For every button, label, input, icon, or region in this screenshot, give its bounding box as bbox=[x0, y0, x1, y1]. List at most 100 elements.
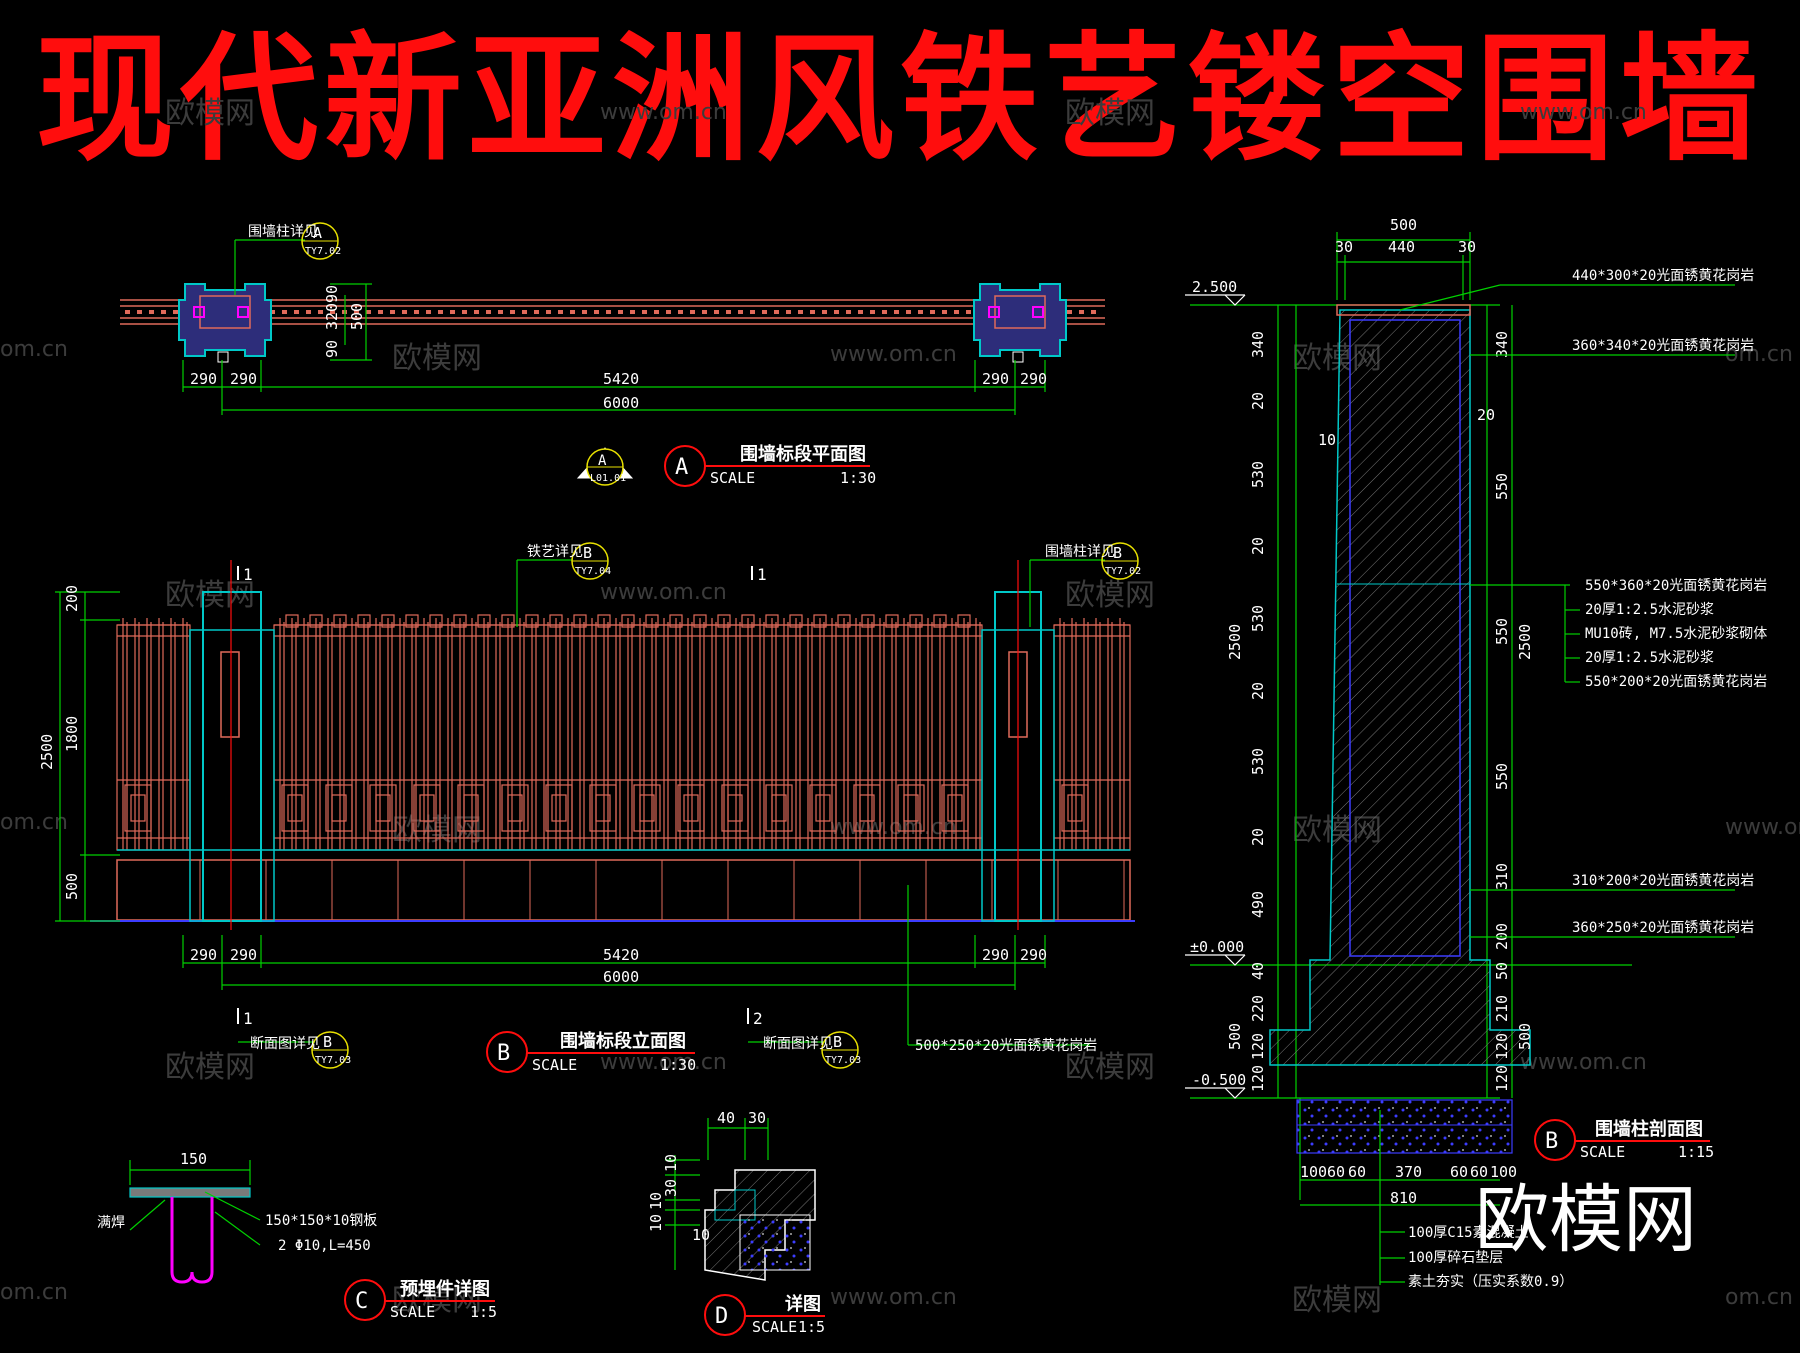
section-mark-bottom-1: 1 bbox=[243, 1009, 253, 1028]
ironwork-frame bbox=[909, 614, 923, 628]
watermark-url: om.cn bbox=[1725, 1285, 1793, 1310]
sec-right-dim: 550 bbox=[1493, 473, 1511, 500]
ironwork-frame bbox=[621, 614, 635, 628]
sec-left-dim: 340 bbox=[1249, 331, 1267, 358]
ironwork-frame bbox=[429, 614, 443, 628]
ironwork-frame bbox=[124, 784, 152, 832]
watermark-brand: 欧模网 bbox=[165, 96, 255, 131]
sec-right-dim: 550 bbox=[1493, 618, 1511, 645]
ironwork-frame bbox=[309, 614, 323, 628]
section-title-mark: B bbox=[1545, 1129, 1558, 1154]
section-ref-sheet-1: TY7.03 bbox=[315, 1055, 351, 1066]
ironwork-frame bbox=[573, 614, 587, 628]
sec-right-dim: 2500 bbox=[1516, 624, 1534, 660]
plan-title-mark: A bbox=[675, 455, 688, 480]
note-base-stone: 360*250*20光面锈黄花岗岩 bbox=[1572, 919, 1754, 936]
drawing-title: 现代新亚洲风铁艺镂空围墙 bbox=[35, 19, 1764, 180]
plan-dim-290-a: 290 bbox=[190, 370, 217, 388]
sec-left-dim: 530 bbox=[1249, 748, 1267, 775]
plan-ref-sheet: TY7.02 bbox=[305, 246, 341, 257]
sec-dim-30a: 30 bbox=[1335, 238, 1353, 256]
ironwork-frame bbox=[325, 784, 353, 832]
ironwork-panels bbox=[116, 614, 1131, 851]
watermark-url: om.cn bbox=[1725, 342, 1793, 367]
ironwork-frame bbox=[717, 614, 731, 628]
ironwork-frame bbox=[130, 794, 146, 822]
elevation-column-left bbox=[189, 560, 275, 930]
detail-d-view: 40 30 10 30 10 10 10 D 详图 SCALE 1:5 bbox=[647, 1109, 825, 1336]
plan-view: 290 290 5420 290 290 6000 90 320 90 500 … bbox=[120, 222, 1105, 487]
section-ref-mark-1: B bbox=[323, 1033, 332, 1051]
ironwork-frame bbox=[285, 614, 299, 628]
sec-bottom-dim: 100 bbox=[1300, 1163, 1327, 1181]
ironwork-frame bbox=[369, 784, 397, 832]
ironwork-frame bbox=[501, 784, 529, 832]
column-section-view: 500 30 440 30 2.500 ±0.000 -0.500 bbox=[1185, 216, 1767, 1290]
elev-dim-1800: 1800 bbox=[63, 716, 81, 752]
ironwork-frame bbox=[789, 614, 803, 628]
plan-column-right bbox=[973, 283, 1067, 363]
north-ref: L01.01 bbox=[590, 473, 626, 484]
plan-ref-mark: A bbox=[313, 224, 322, 242]
ironwork-frame bbox=[287, 794, 303, 822]
level-top: 2.500 bbox=[1192, 278, 1237, 296]
column-ref-sheet: TY7.02 bbox=[1105, 566, 1141, 577]
ironwork-frame bbox=[693, 614, 707, 628]
elev-dim-500: 500 bbox=[63, 873, 81, 900]
embed-weld-note: 满焊 bbox=[97, 1215, 125, 1231]
embed-plate-note: 150*150*10钢板 bbox=[265, 1213, 377, 1229]
ironwork-frame bbox=[683, 794, 699, 822]
plan-title: 围墙标段平面图 bbox=[740, 443, 866, 465]
detail-d-dim: 10 bbox=[647, 1214, 665, 1232]
ironwork-frame bbox=[331, 794, 347, 822]
elev-dim-290-c: 290 bbox=[982, 946, 1009, 964]
brand-logo: 欧模网 bbox=[1475, 1177, 1697, 1263]
watermark-url: om.cn bbox=[0, 810, 68, 835]
ironwork-frame bbox=[419, 794, 435, 822]
sec-dim-440: 440 bbox=[1388, 238, 1415, 256]
ironwork-frame bbox=[859, 794, 875, 822]
sec-bottom-dim-810: 810 bbox=[1390, 1189, 1417, 1207]
ironwork-frame bbox=[933, 614, 947, 628]
plan-dim-6000: 6000 bbox=[603, 394, 639, 412]
plan-side-dim: 320 bbox=[323, 303, 341, 330]
sec-left-dim: 120 bbox=[1249, 1033, 1267, 1060]
note-panel-stone: 550*360*20光面锈黄花岗岩 bbox=[1585, 577, 1767, 594]
detail-d-dim: 10 bbox=[647, 1192, 665, 1210]
plan-ref-label: 围墙柱详见 bbox=[248, 224, 318, 240]
sec-right-dim: 120 bbox=[1493, 1033, 1511, 1060]
ironwork-frame bbox=[595, 794, 611, 822]
ironwork-frame bbox=[413, 784, 441, 832]
plan-column-left bbox=[178, 283, 272, 363]
plan-side-dim: 90 bbox=[323, 285, 341, 303]
ironwork-frame bbox=[903, 794, 919, 822]
watermark-brand: 欧模网 bbox=[1065, 96, 1155, 131]
sec-left-dim: 500 bbox=[1226, 1023, 1244, 1050]
sec-left-dim: 20 bbox=[1249, 392, 1267, 410]
note-mortar-2: 20厚1:2.5水泥砂浆 bbox=[1585, 650, 1714, 666]
ironwork-ref-label: 铁艺详见 bbox=[527, 544, 583, 560]
section-ref-sheet-2: TY7.03 bbox=[825, 1055, 861, 1066]
watermark-url: www.om.cn bbox=[830, 815, 957, 840]
ironwork-frame bbox=[357, 614, 371, 628]
sec-dim-500: 500 bbox=[1390, 216, 1417, 234]
sec-right-dim: 500 bbox=[1516, 1023, 1534, 1050]
ironwork-frame bbox=[477, 614, 491, 628]
elev-dim-200: 200 bbox=[63, 585, 81, 612]
ironwork-frame bbox=[813, 614, 827, 628]
sec-left-dim: 40 bbox=[1249, 962, 1267, 980]
ironwork-frame bbox=[947, 794, 963, 822]
plan-dim-5420: 5420 bbox=[603, 370, 639, 388]
watermark-url: www.om.cn bbox=[600, 100, 727, 125]
note-panel-stone-2: 550*200*20光面锈黄花岗岩 bbox=[1585, 673, 1767, 690]
ironwork-frame bbox=[815, 794, 831, 822]
ironwork-frame bbox=[453, 614, 467, 628]
watermark-url: www.om.cn bbox=[830, 342, 957, 367]
ironwork-frame bbox=[771, 794, 787, 822]
sec-right-dim: 310 bbox=[1493, 863, 1511, 890]
ironwork-frame bbox=[1053, 624, 1131, 851]
ironwork-frame bbox=[669, 614, 683, 628]
sec-left-dim: 530 bbox=[1249, 605, 1267, 632]
